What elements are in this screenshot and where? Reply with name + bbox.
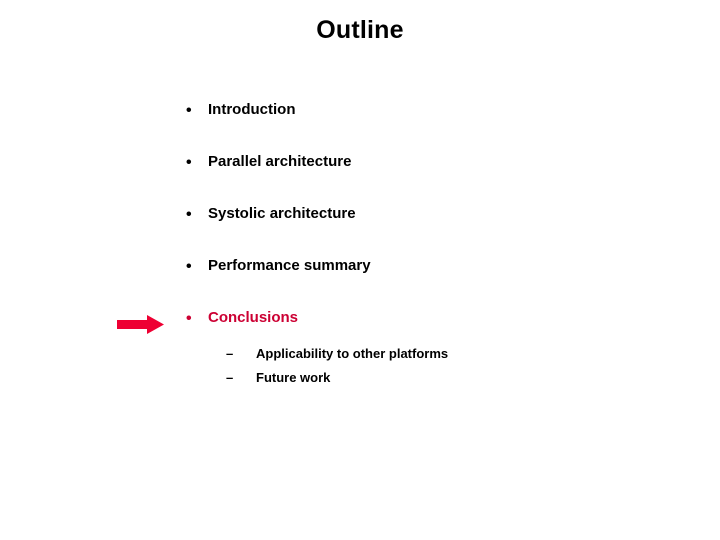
bullet-item-introduction: • Introduction — [186, 100, 686, 152]
dash-marker-icon: – — [226, 370, 234, 385]
bullet-dot-icon: • — [186, 154, 192, 171]
bullet-dot-icon: • — [186, 206, 192, 223]
bullet-item-systolic-architecture: • Systolic architecture — [186, 204, 686, 256]
bullet-dot-icon: • — [186, 310, 192, 327]
sub-bullet-item-future-work: – Future work — [226, 367, 646, 391]
bullet-label: Conclusions — [208, 309, 299, 326]
bullet-item-parallel-architecture: • Parallel architecture — [186, 152, 686, 204]
red-pointer-arrow-icon — [117, 315, 164, 334]
bullet-item-performance-summary: • Performance summary — [186, 256, 686, 308]
conclusions-sub-list: – Applicability to other platforms – Fut… — [226, 343, 646, 391]
outline-bullet-list: • Introduction • Parallel architecture •… — [186, 100, 686, 360]
bullet-dot-icon: • — [186, 258, 192, 275]
bullet-label: Systolic architecture — [208, 205, 356, 222]
bullet-label: Parallel architecture — [208, 153, 352, 170]
bullet-item-conclusions: • Conclusions — [186, 308, 686, 360]
sub-bullet-label: Applicability to other platforms — [256, 346, 449, 361]
slide-title: Outline — [316, 16, 404, 44]
sub-bullet-item-applicability: – Applicability to other platforms — [226, 343, 646, 367]
dash-marker-icon: – — [226, 346, 234, 361]
bullet-label: Introduction — [208, 101, 296, 118]
sub-bullet-label: Future work — [256, 370, 331, 385]
bullet-dot-icon: • — [186, 102, 192, 119]
bullet-label: Performance summary — [208, 257, 371, 274]
